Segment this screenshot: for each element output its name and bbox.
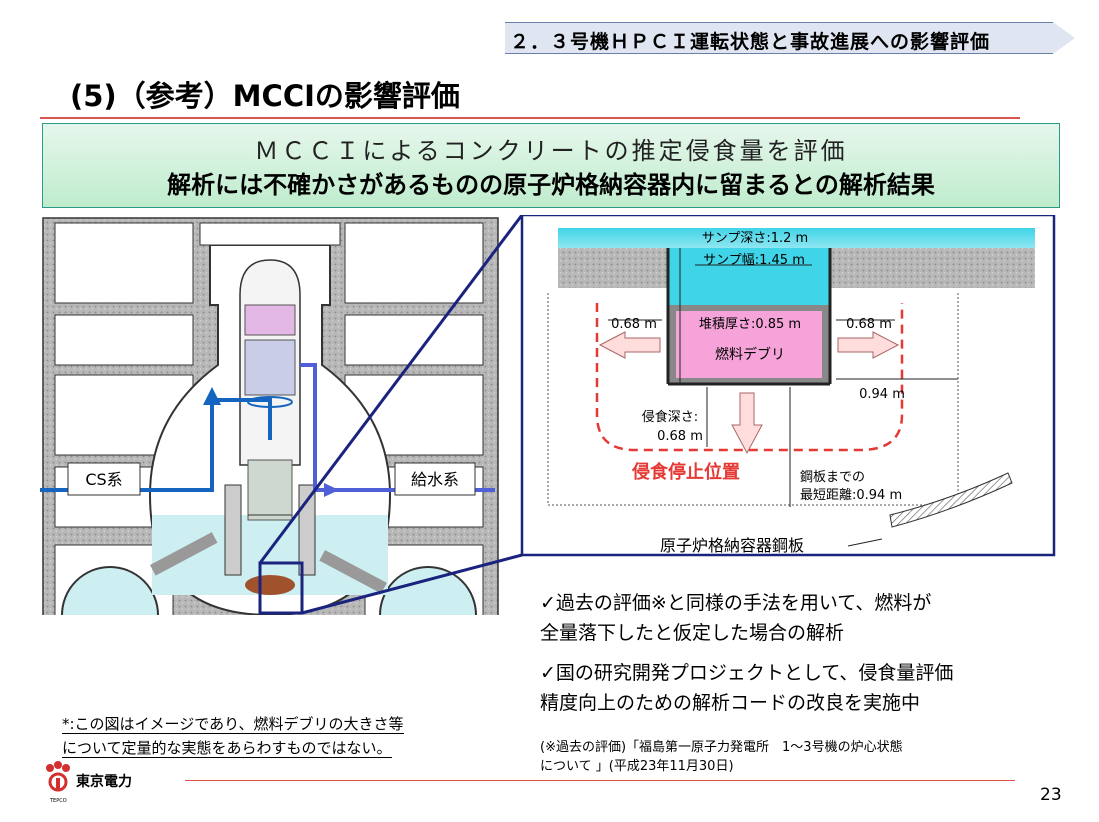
- min-distance-label: 鋼板までの: [800, 470, 865, 485]
- feedwater-system-box: [394, 462, 476, 496]
- erosion-depth-label: 侵食深さ:: [642, 409, 698, 425]
- page-number: 23: [1040, 785, 1062, 805]
- bullet-past-evaluation: ✓過去の評価※と同様の手法を用いて、燃料が 全量落下したと仮定した場合の解析: [540, 588, 931, 648]
- footer-divider: [185, 780, 1015, 781]
- bullet-2-line-1: ✓国の研究開発プロジェクトとして、侵食量評価: [540, 662, 954, 684]
- fuel-debris-label: 燃料デブリ: [715, 346, 785, 363]
- summary-box: ＭＣＣＩによるコンクリートの推定侵食量を評価 解析には不確かさがあるものの原子炉…: [42, 123, 1060, 208]
- sump-detail: サンプ深さ:1.2 m サンプ幅:1.45 m 0.68 m 0.68 m 堆積…: [520, 215, 1056, 557]
- section-label: ２．３号機ＨＰＣＩ運転状態と事故進展への影響評価: [510, 31, 991, 53]
- reactor-building-section: CS系 給水系: [40, 215, 524, 615]
- reference-line-1: (※過去の評価)「福島第一原子力発電所 1～3号機の炉心状態: [540, 740, 903, 755]
- side-distance-label: 0.94 m: [859, 387, 905, 402]
- sump-depth-label: サンプ深さ:1.2 m: [702, 231, 808, 246]
- section-tag: [505, 22, 1053, 54]
- bullet-2-line-2: 精度向上のための解析コードの改良を実施中: [540, 692, 921, 714]
- mcci-diagram: CS系 給水系: [40, 215, 1056, 615]
- erosion-depth-value: 0.68 m: [657, 429, 703, 444]
- bullet-1-line-2: 全量落下したと仮定した場合の解析: [540, 622, 845, 644]
- zoom-indicator: [258, 561, 304, 615]
- sump-width-label: サンプ幅:1.45 m: [703, 253, 805, 268]
- tepco-logo: 東京電力 TEPCO: [46, 761, 132, 804]
- company-name: 東京電力: [76, 773, 132, 790]
- company-name-en: TEPCO: [49, 798, 67, 804]
- reference-note: (※過去の評価)「福島第一原子力発電所 1～3号機の炉心状態 について 」(平成…: [540, 738, 903, 776]
- page-title: (5)（参考）MCCIの影響評価: [70, 79, 460, 113]
- figure-note-line-1: *:この図はイメージであり、燃料デブリの大きさ等: [62, 715, 404, 734]
- figure-note: *:この図はイメージであり、燃料デブリの大きさ等 について定量的な実態をあらわす…: [62, 712, 404, 760]
- title-divider: [40, 117, 1020, 119]
- feedwater-system-label: 給水系: [411, 470, 459, 489]
- erosion-stop-label: 侵食停止位置: [631, 461, 740, 483]
- cs-system-label: CS系: [85, 470, 122, 489]
- steel-plate-label: 原子炉格納容器鋼板: [660, 536, 804, 555]
- steel-plate: [889, 472, 1013, 528]
- section-tag-arrow: [1053, 22, 1075, 54]
- bullet-1-line-1: ✓過去の評価※と同様の手法を用いて、燃料が: [540, 592, 932, 614]
- figure-note-line-2: について定量的な実態をあらわすものではない。: [62, 739, 392, 758]
- deposit-thickness-label: 堆積厚さ:0.85 m: [699, 317, 801, 332]
- bullet-research-project: ✓国の研究開発プロジェクトとして、侵食量評価 精度向上のための解析コードの改良を…: [540, 658, 953, 718]
- cs-system-box: [67, 462, 141, 496]
- right-erosion-label: 0.68 m: [846, 317, 892, 332]
- summary-line-2: 解析には不確かさがあるものの原子炉格納容器内に留まるとの解析結果: [167, 171, 935, 199]
- min-distance-value: 最短距離:0.94 m: [800, 488, 902, 503]
- reference-line-2: について 」(平成23年11月30日): [540, 759, 734, 774]
- summary-line-1: ＭＣＣＩによるコンクリートの推定侵食量を評価: [254, 137, 848, 165]
- left-erosion-label: 0.68 m: [611, 317, 657, 332]
